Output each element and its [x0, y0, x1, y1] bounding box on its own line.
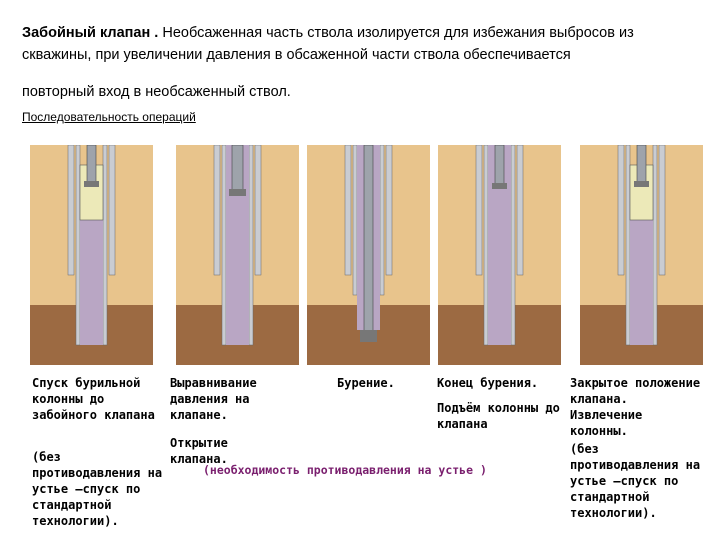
intro-line3: повторный вход в необсаженный ствол.	[22, 84, 291, 100]
caption-stage-4: Конец бурения.	[437, 375, 538, 391]
caption-stage-2: Выравнивание давления на клапане.	[170, 375, 290, 423]
sequence-title: Последовательность операций	[22, 110, 196, 124]
stage-3-diagram	[307, 145, 430, 365]
intro-line2: скважины, при увеличении давления в обса…	[22, 44, 712, 66]
stage-2-diagram	[176, 145, 299, 365]
intro-title: Забойный клапан .	[22, 25, 158, 41]
caption-stage-1: Спуск бурильной колонны до забойного кла…	[32, 375, 167, 423]
caption-stage-4-lift: Подъём колонны до клапана	[437, 400, 562, 432]
caption-stage-1-note: (без противодавления на устье –спуск по …	[32, 449, 167, 529]
caption-stage-5: Закрытое положение клапана. Извлечение к…	[570, 375, 705, 439]
stage-4-diagram	[438, 145, 561, 365]
caption-stage-5-note: (без противодавления на устье –спуск по …	[570, 441, 710, 521]
stage-5-diagram	[580, 145, 703, 365]
stage-1-diagram	[30, 145, 153, 365]
caption-stage-3: Бурение.	[337, 375, 395, 391]
backpressure-note: (необходимость противодавления на устье …	[203, 463, 487, 477]
intro-line1: Необсаженная часть ствола изолируется дл…	[158, 25, 633, 41]
intro-paragraph: Забойный клапан . Необсаженная часть ств…	[22, 22, 712, 66]
